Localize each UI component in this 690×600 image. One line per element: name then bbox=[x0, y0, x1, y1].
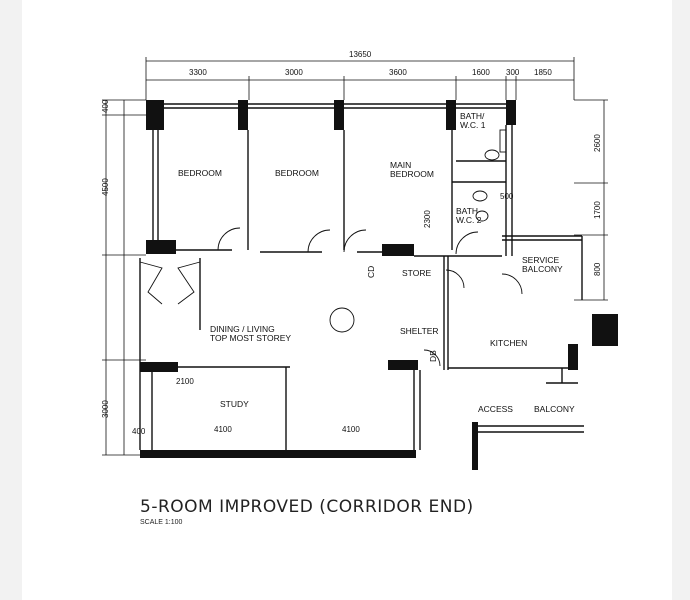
floor-plan: 13650 3300 3000 3600 1600 300 1850 400 4… bbox=[101, 50, 618, 526]
room-label-service-balcony-line2: BALCONY bbox=[522, 264, 563, 274]
room-label-bath2-line1: BATH bbox=[456, 206, 478, 216]
dim-right-2: 1700 bbox=[593, 201, 602, 219]
room-label-bedroom-1: BEDROOM bbox=[178, 168, 222, 178]
dim-interior-2: 500 bbox=[500, 192, 514, 201]
room-label-bath1-line2: W.C. 1 bbox=[460, 120, 486, 130]
dim-left-2: 4500 bbox=[101, 178, 110, 196]
room-label-bedroom-2: BEDROOM bbox=[275, 168, 319, 178]
dim-interior-5: 4100 bbox=[342, 425, 360, 434]
dim-interior-1: 2300 bbox=[423, 210, 432, 228]
dim-top-5: 300 bbox=[506, 68, 520, 77]
room-label-bath2-line2: W.C. 2 bbox=[456, 215, 482, 225]
floor-plan-sheet: 13650 3300 3000 3600 1600 300 1850 400 4… bbox=[22, 0, 672, 600]
door-swings bbox=[139, 129, 523, 367]
dim-top-2: 3000 bbox=[285, 68, 303, 77]
dim-overall: 13650 bbox=[349, 50, 372, 59]
plan-scale: SCALE 1:100 bbox=[140, 519, 183, 526]
dim-left-1: 400 bbox=[101, 99, 110, 113]
dim-right-3: 800 bbox=[593, 262, 602, 276]
room-label-cd: CD bbox=[366, 266, 376, 278]
room-label-main-bedroom-line2: BEDROOM bbox=[390, 169, 434, 179]
room-label-main-bedroom-line1: MAIN bbox=[390, 160, 411, 170]
dim-interior-3: 2100 bbox=[176, 377, 194, 386]
dim-left-3: 3000 bbox=[101, 400, 110, 418]
dim-top-1: 3300 bbox=[189, 68, 207, 77]
dim-top-3: 3600 bbox=[389, 68, 407, 77]
room-label-kitchen: KITCHEN bbox=[490, 338, 527, 348]
plan-title: 5-ROOM IMPROVED (CORRIDOR END) bbox=[140, 497, 474, 517]
room-label-dining-living-line1: DINING / LIVING bbox=[210, 324, 275, 334]
dim-top-6: 1850 bbox=[534, 68, 552, 77]
dim-left-4: 400 bbox=[132, 427, 146, 436]
room-label-study: STUDY bbox=[220, 399, 249, 409]
legend-balcony: BALCONY bbox=[534, 404, 575, 414]
structural-columns bbox=[140, 100, 618, 470]
room-label-dining-living-line2: TOP MOST STOREY bbox=[210, 333, 291, 343]
legend-access: ACCESS bbox=[478, 404, 513, 414]
room-label-shelter: SHELTER bbox=[400, 326, 439, 336]
room-label-db: DB bbox=[428, 350, 438, 362]
room-label-store: STORE bbox=[402, 268, 431, 278]
dim-interior-4: 4100 bbox=[214, 425, 232, 434]
dim-top-4: 1600 bbox=[472, 68, 490, 77]
walls bbox=[139, 103, 584, 450]
room-label-service-balcony-line1: SERVICE bbox=[522, 255, 559, 265]
room-label-bath1-line1: BATH/ bbox=[460, 111, 485, 121]
dim-right-1: 2600 bbox=[593, 134, 602, 152]
